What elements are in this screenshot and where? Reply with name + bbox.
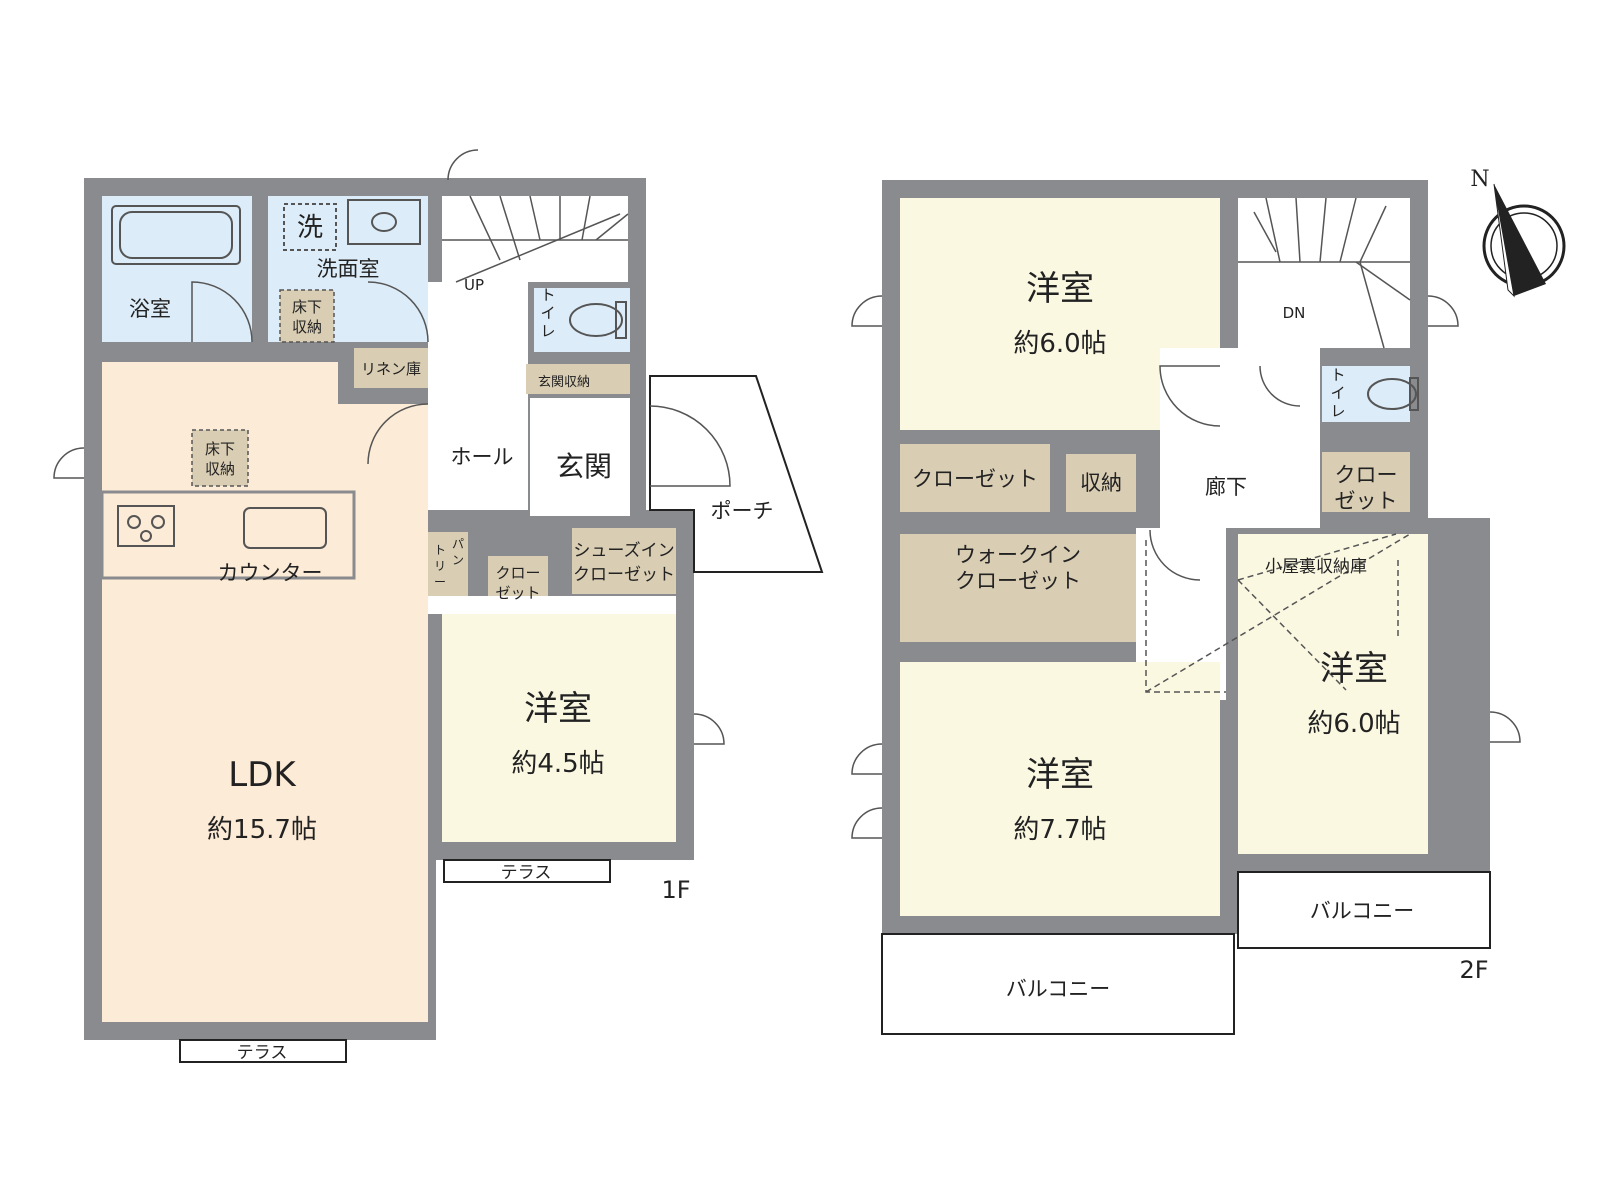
western-room-2f-c [900, 662, 1220, 916]
hall-area [428, 282, 528, 510]
porch-label: ポーチ [711, 499, 774, 523]
western-1f-size: 約4.5帖 [511, 749, 604, 779]
terrace-1f-east [443, 859, 611, 883]
balcony-2f-east [1237, 871, 1491, 949]
western-room-2f-b [1238, 534, 1428, 854]
walkin-label-2: クローゼット [955, 569, 1081, 593]
sink-icon [347, 199, 421, 245]
entrance-label: 玄関 [556, 450, 612, 483]
compass-north-label: N [1470, 167, 1489, 192]
western-room-1f [442, 614, 676, 842]
linen-storage [354, 348, 428, 388]
western-2f-a-size: 約6.0帖 [1013, 329, 1106, 359]
walkin-closet [900, 534, 1136, 642]
linen-label: リネン庫 [361, 360, 421, 378]
door-swings-1f [53, 149, 731, 745]
western-2f-a-name: 洋室 [1026, 269, 1094, 309]
balcony-2f-south-label: バルコニー [1006, 977, 1111, 1001]
porch [649, 375, 824, 573]
shoes-closet-label-2: クローゼット [573, 565, 675, 585]
terrace-1f-east-label: テラス [501, 863, 552, 883]
closet-2f-b-label-1: クロー [1335, 463, 1398, 487]
counter-label: カウンター [218, 561, 323, 585]
toilet-2f [1322, 366, 1410, 422]
ldk-room [102, 362, 428, 1022]
bath-room [102, 196, 252, 342]
underfloor-wash-label-2: 収納 [292, 318, 322, 336]
western-2f-b-name: 洋室 [1320, 649, 1388, 689]
kitchen-sink-icon [243, 507, 327, 549]
western-2f-c-size: 約7.7帖 [1013, 815, 1106, 845]
western-2f-c-name: 洋室 [1026, 755, 1094, 795]
toilet-2f-label-2: イ [1330, 384, 1345, 402]
entrance-storage-label: 玄関収納 [538, 375, 590, 390]
toilet-2f-label-1: ト [1330, 366, 1345, 384]
toilet-2f-label-3: レ [1330, 402, 1345, 420]
compass-icon: N [1470, 167, 1566, 298]
terrace-1f-south-label: テラス [237, 1043, 288, 1063]
walkin-label-1: ウォークイン [955, 543, 1081, 567]
pantry-label-1: パ [452, 537, 464, 551]
bath-label: 浴室 [129, 297, 171, 321]
corridor-label: 廊下 [1205, 475, 1247, 499]
closet-2f-b-label-2: ゼット [1335, 489, 1398, 513]
hall-strip [428, 596, 676, 614]
underfloor-ldk-label-1: 床下 [205, 440, 235, 458]
attic-label: 小屋裏収納庫 [1265, 556, 1367, 577]
pantry-label-5: ー [434, 575, 446, 589]
closet-1f-label-1: クロー [495, 564, 540, 582]
hall-label: ホール [451, 445, 514, 469]
floor-2: 洋室 約6.0帖 DN ト イ レ クローゼット 収納 廊下 クロー ゼット ウ… [851, 180, 1521, 1035]
closet-2f-a [900, 444, 1050, 512]
closet-2f-a-label: クローゼット [912, 467, 1038, 491]
closet-1f-label-2: ゼット [495, 584, 540, 602]
stair-lines-1f [442, 195, 629, 283]
up-label: UP [464, 276, 484, 294]
stair-area-1f [442, 196, 628, 282]
toilet-1f-label-1: ト [540, 286, 555, 304]
balcony-2f-south [881, 933, 1235, 1035]
washer-label: 洗 [297, 213, 323, 243]
ldk-size: 約15.7帖 [207, 815, 317, 845]
ldk-name: LDK [228, 755, 297, 795]
toilet-1f [534, 288, 630, 352]
pantry-label-3: ト [434, 543, 446, 557]
pantry [428, 532, 468, 596]
underfloor-ldk-label-2: 収納 [205, 460, 235, 478]
shoes-closet [572, 528, 676, 594]
shoes-closet-label-1: シューズイン [573, 541, 674, 561]
toilet-icon [569, 301, 627, 339]
western-1f-name: 洋室 [524, 689, 592, 729]
balcony-2f-east-label: バルコニー [1310, 899, 1415, 923]
pantry-label-2: ン [452, 553, 464, 567]
bathtub-icon [111, 205, 241, 265]
underfloor-ldk-marker [191, 429, 249, 487]
dn-label: DN [1283, 304, 1306, 322]
pantry-label-4: リ [434, 559, 446, 573]
closet-2f-b [1322, 452, 1410, 512]
attic-outline [1145, 533, 1411, 693]
storage-2f [1066, 454, 1136, 512]
underfloor-wash-label-1: 床下 [292, 298, 322, 316]
underfloor-wash-marker [279, 289, 335, 343]
door-swings-2f [851, 295, 1521, 839]
storage-2f-label: 収納 [1080, 471, 1122, 495]
entrance-area [530, 398, 630, 516]
washroom-label: 洗面室 [317, 257, 380, 281]
corridor-area [1160, 348, 1320, 528]
floor2-tag: 2F [1459, 956, 1488, 984]
western-2f-b-size: 約6.0帖 [1307, 709, 1400, 739]
floor-1: 浴室 洗 洗面室 床下 収納 リネン庫 UP ト イ レ 玄関収納 ホール 玄関… [53, 149, 824, 1063]
toilet-2f-icon [1367, 377, 1419, 411]
stair-lines-2f [1238, 197, 1411, 349]
stove-icon [117, 505, 175, 547]
floor1-tag: 1F [661, 876, 690, 904]
toilet-1f-label-2: イ [540, 304, 555, 322]
toilet-1f-label-3: レ [540, 322, 555, 340]
terrace-1f-south [179, 1039, 347, 1063]
entrance-storage [526, 364, 630, 394]
